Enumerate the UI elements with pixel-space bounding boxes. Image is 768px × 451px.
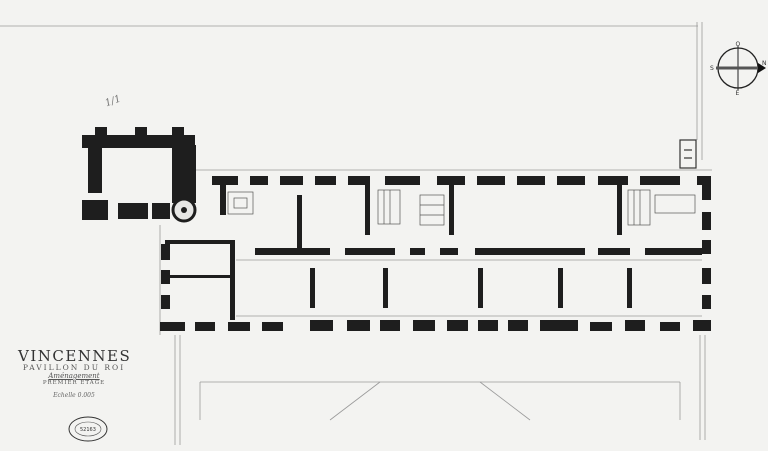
- spiral-staircase: [171, 197, 197, 223]
- site-title: VINCENNES: [18, 347, 132, 365]
- construction-lines: [0, 22, 712, 445]
- compass-rose: O E S N: [710, 41, 767, 97]
- sheet-mark: 1/1: [104, 94, 123, 110]
- north-tower-walls: [82, 127, 196, 220]
- staircases: [227, 189, 696, 226]
- archive-stamp: 52163: [68, 416, 108, 442]
- scale-label: Echelle 0.005: [53, 392, 95, 399]
- main-block-walls: [160, 176, 711, 331]
- subject-title: Aménagement: [48, 372, 100, 380]
- compass-west: O: [736, 41, 741, 48]
- svg-text:52163: 52163: [80, 427, 96, 433]
- title-block: VINCENNES PAVILLON DU ROI Aménagement PR…: [18, 347, 130, 399]
- compass-east: E: [736, 90, 740, 97]
- floor-title: PREMIER ETAGE: [42, 380, 106, 386]
- service-stair-east: [679, 139, 697, 169]
- compass-south: S: [710, 65, 714, 72]
- compass-north: N: [762, 60, 767, 67]
- building-title: PAVILLON DU ROI: [22, 363, 126, 372]
